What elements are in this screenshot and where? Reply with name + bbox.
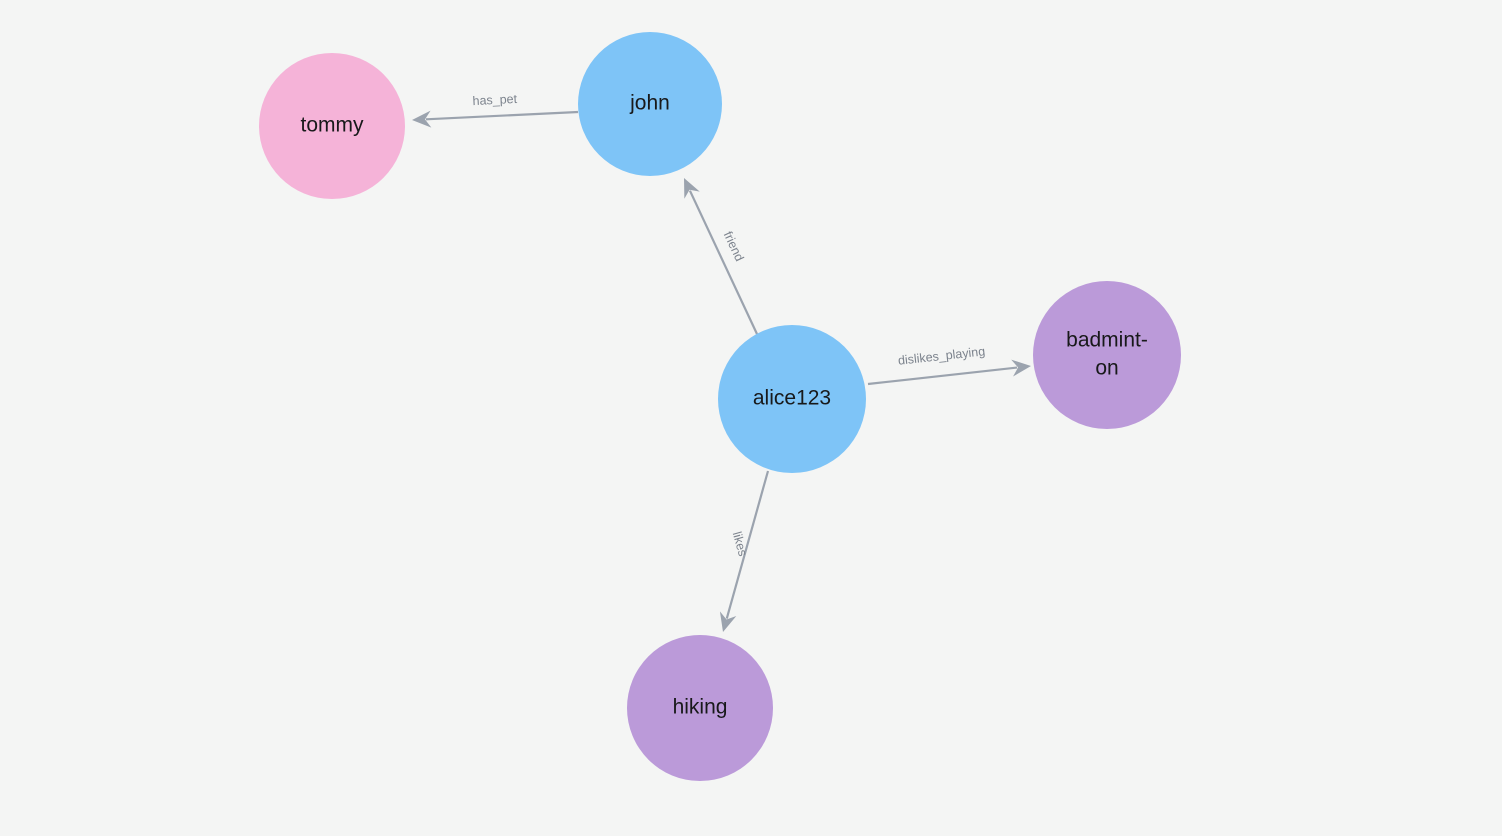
graph-edge[interactable]: has_pet (412, 92, 579, 128)
node-label: badmint- (1066, 329, 1148, 352)
graph-edge[interactable]: likes (719, 470, 770, 632)
edge-arrowhead-icon (684, 178, 700, 199)
graph-node-hiking[interactable]: hiking (627, 635, 773, 781)
graph-node-tommy[interactable]: tommy (259, 53, 405, 199)
edge-line (425, 110, 579, 121)
node-circle[interactable] (627, 635, 773, 781)
edge-label: has_pet (472, 92, 518, 108)
edge-arrowhead-icon (719, 611, 737, 632)
node-circle[interactable] (259, 53, 405, 199)
node-circle[interactable] (718, 325, 866, 473)
edge-line (688, 190, 758, 335)
edge-line (725, 470, 770, 619)
edge-label: dislikes_playing (897, 344, 986, 368)
node-label: hiking (673, 696, 728, 719)
node-circle[interactable] (578, 32, 722, 176)
node-label: alice123 (753, 387, 831, 410)
graph-edge[interactable]: dislikes_playing (867, 344, 1031, 386)
graph-node-john[interactable]: john (578, 32, 722, 176)
edge-arrowhead-icon (412, 110, 432, 128)
nodes-layer: tommy john alice123 badmint-on hiking (259, 32, 1181, 781)
edge-arrowhead-icon (1011, 359, 1031, 377)
graph-node-badminton[interactable]: badmint-on (1033, 281, 1181, 429)
node-circle[interactable] (1033, 281, 1181, 429)
edge-label: friend (721, 229, 747, 263)
edge-label: likes (730, 530, 750, 558)
graph-node-alice123[interactable]: alice123 (718, 325, 866, 473)
node-label: on (1095, 357, 1118, 380)
graph-edge[interactable]: friend (684, 178, 758, 335)
node-label: tommy (301, 114, 365, 137)
node-label: john (629, 92, 670, 115)
edge-line (867, 366, 1018, 386)
